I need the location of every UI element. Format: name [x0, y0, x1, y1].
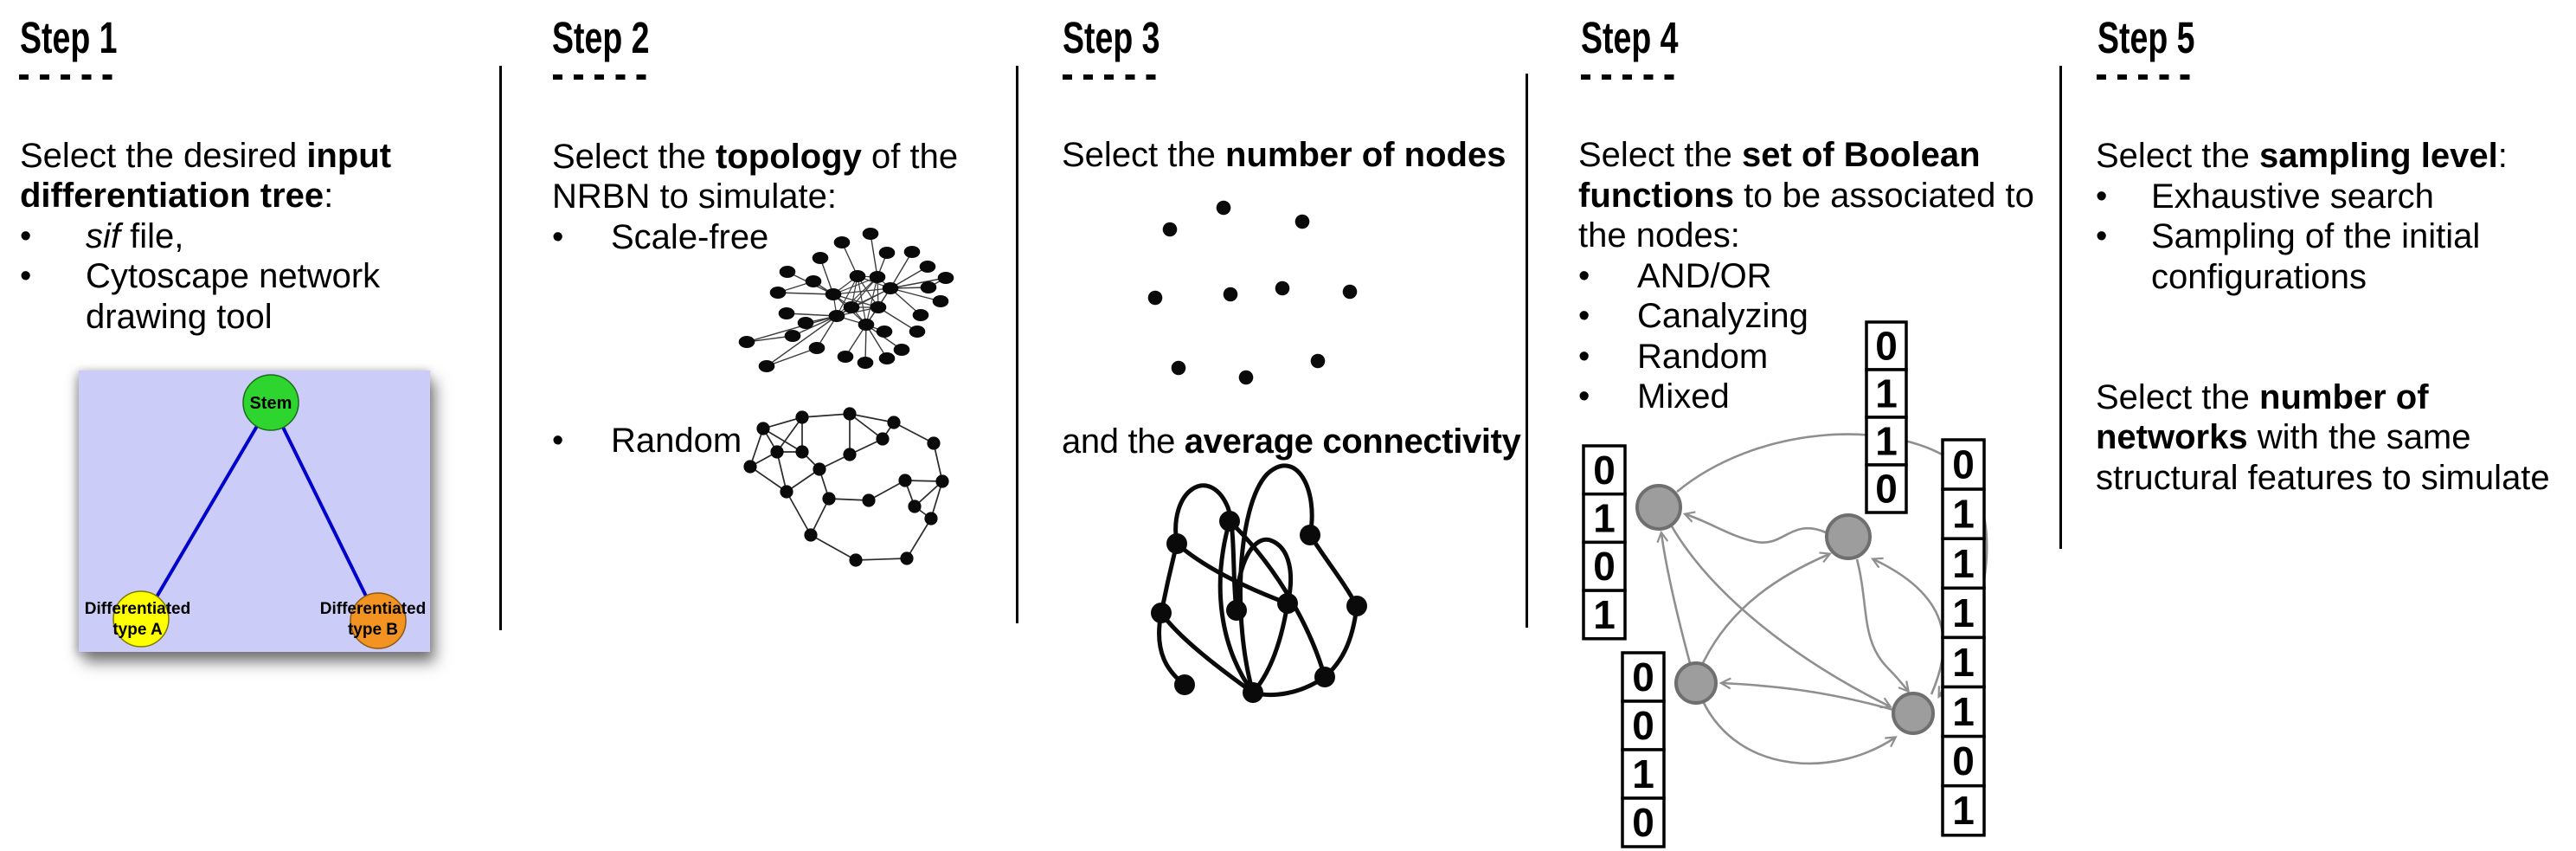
svg-text:type B: type B — [348, 621, 398, 639]
svg-text:Differentiated: Differentiated — [85, 600, 190, 618]
svg-text:Differentiated: Differentiated — [320, 600, 426, 618]
svg-text:1: 1 — [1593, 496, 1616, 541]
svg-text:1: 1 — [1875, 419, 1898, 464]
svg-text:0: 0 — [1632, 654, 1654, 699]
svg-text:0: 0 — [1875, 324, 1898, 369]
svg-text:1: 1 — [1593, 592, 1616, 637]
svg-text:0: 0 — [1593, 544, 1616, 589]
svg-text:1: 1 — [1952, 590, 1975, 635]
svg-text:1: 1 — [1952, 689, 1975, 734]
svg-text:type A: type A — [112, 621, 163, 639]
svg-text:1: 1 — [1952, 492, 1975, 537]
svg-text:0: 0 — [1632, 800, 1654, 845]
svg-text:1: 1 — [1952, 541, 1975, 586]
svg-text:0: 0 — [1952, 442, 1975, 487]
svg-text:0: 0 — [1875, 467, 1898, 512]
svg-text:1: 1 — [1632, 751, 1654, 796]
svg-text:Stem: Stem — [250, 394, 292, 413]
svg-text:0: 0 — [1952, 738, 1975, 783]
svg-text:1: 1 — [1952, 788, 1975, 833]
svg-text:1: 1 — [1875, 371, 1898, 416]
svg-text:0: 0 — [1593, 448, 1616, 493]
svg-text:0: 0 — [1632, 703, 1654, 748]
svg-text:1: 1 — [1952, 640, 1975, 685]
